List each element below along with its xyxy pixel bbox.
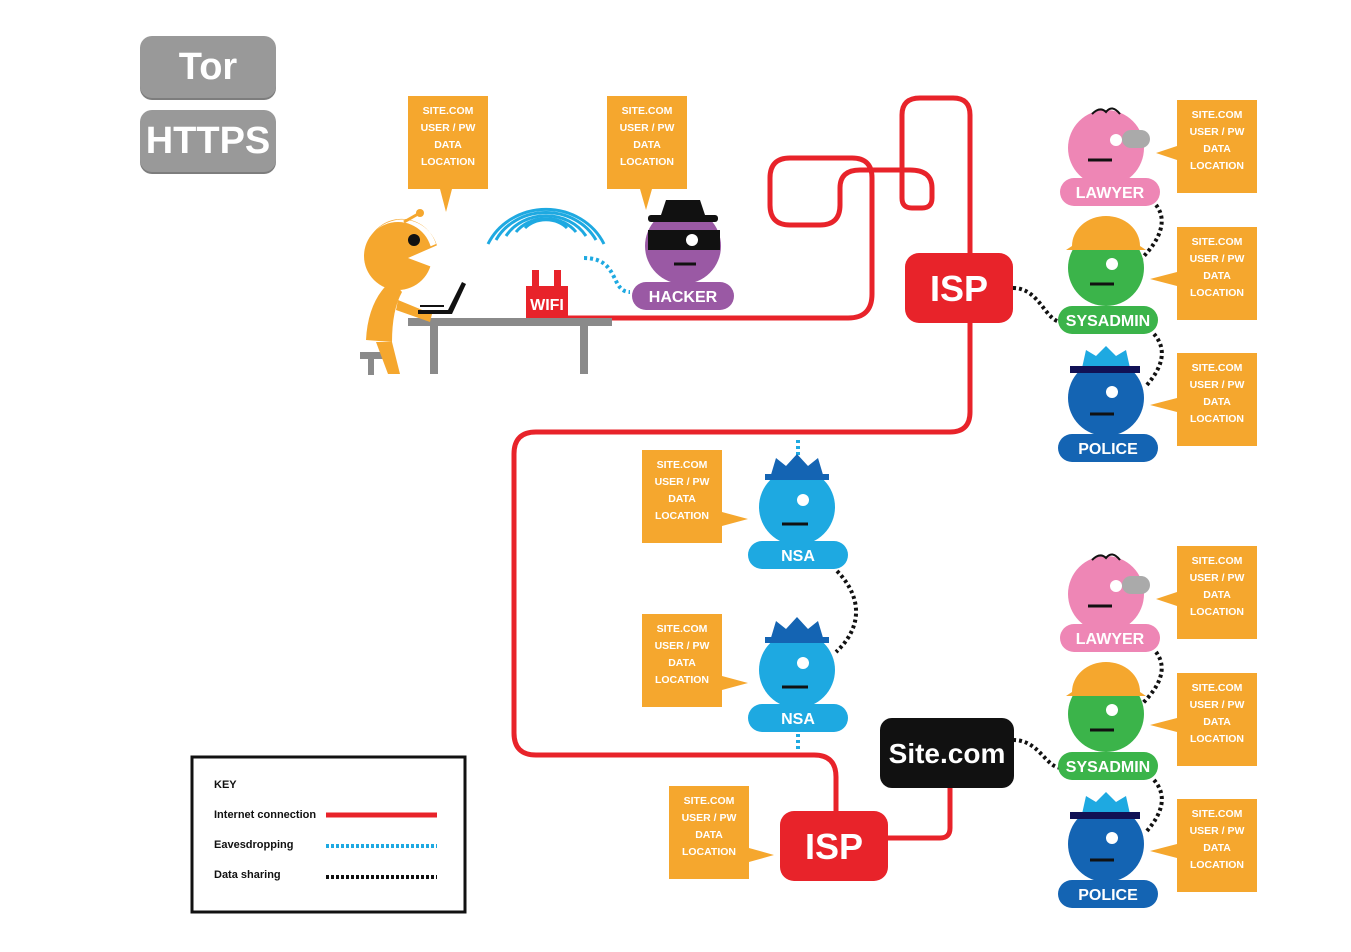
nsa-top-label: NSA xyxy=(781,548,815,565)
hacker-figure: HACKER xyxy=(632,200,734,310)
bubble-line: SITE.COM xyxy=(1192,362,1243,374)
bubble-line: DATA xyxy=(668,493,696,505)
bubble-line: SITE.COM xyxy=(1192,236,1243,248)
isp-lower-node: ISP xyxy=(780,811,888,881)
info-bubble-user: SITE.COM USER / PW DATA LOCATION xyxy=(408,96,488,212)
bubble-line: DATA xyxy=(1203,396,1231,408)
nsa-agent-bottom: NSA xyxy=(748,617,848,732)
bubble-line: SITE.COM xyxy=(1192,808,1243,820)
bubble-line: USER / PW xyxy=(1190,825,1245,837)
bubble-line: USER / PW xyxy=(1190,379,1245,391)
bubble-line: DATA xyxy=(1203,716,1231,728)
bubble-line: USER / PW xyxy=(655,476,710,488)
bubble-line: SITE.COM xyxy=(1192,109,1243,121)
bubble-line: DATA xyxy=(1203,842,1231,854)
bubble-line: SITE.COM xyxy=(1192,682,1243,694)
bubble-line: LOCATION xyxy=(682,846,736,858)
site-node: Site.com xyxy=(880,718,1014,788)
bubble-line: SITE.COM xyxy=(1192,555,1243,567)
bubble-line: USER / PW xyxy=(1190,253,1245,265)
lawyer-upper-label: LAWYER xyxy=(1076,185,1145,202)
bubble-line: DATA xyxy=(633,139,661,151)
bubble-line: SITE.COM xyxy=(684,795,735,807)
police-lower-label: POLICE xyxy=(1078,887,1138,904)
bubble-line: SITE.COM xyxy=(657,623,708,635)
wifi-router: WIFI xyxy=(486,207,606,318)
bubble-line: USER / PW xyxy=(1190,699,1245,711)
bubble-line: USER / PW xyxy=(1190,572,1245,584)
bubble-line: LOCATION xyxy=(1190,413,1244,425)
isp-upper-node: ISP xyxy=(905,253,1013,323)
bubble-line: LOCATION xyxy=(655,674,709,686)
bubble-line: DATA xyxy=(695,829,723,841)
bubble-line: LOCATION xyxy=(655,510,709,522)
bubble-line: DATA xyxy=(1203,270,1231,282)
bubble-line: LOCATION xyxy=(620,156,674,168)
https-toggle-button[interactable]: HTTPS xyxy=(140,110,276,172)
info-bubble-sysadmin-upper: SITE.COM USER / PW DATA LOCATION xyxy=(1150,227,1257,320)
bubble-line: SITE.COM xyxy=(657,459,708,471)
police-lower: POLICE xyxy=(1058,792,1158,908)
bubble-line: LOCATION xyxy=(1190,606,1244,618)
site-label: Site.com xyxy=(889,738,1006,769)
nsa-bottom-label: NSA xyxy=(781,711,815,728)
legend-key: KEY Internet connection Eavesdropping Da… xyxy=(190,755,467,914)
bubble-line: DATA xyxy=(1203,143,1231,155)
bubble-line: LOCATION xyxy=(1190,287,1244,299)
bubble-line: DATA xyxy=(668,657,696,669)
tor-toggle-button[interactable]: Tor xyxy=(140,36,276,98)
bubble-line: DATA xyxy=(434,139,462,151)
wifi-label: WIFI xyxy=(530,297,564,314)
sysadmin-lower: SYSADMIN xyxy=(1058,662,1158,780)
legend-title: KEY xyxy=(214,779,237,791)
info-bubble-isp-lower: SITE.COM USER / PW DATA LOCATION xyxy=(669,786,774,879)
info-bubble-nsa-top: SITE.COM USER / PW DATA LOCATION xyxy=(642,450,748,543)
sysadmin-upper: SYSADMIN xyxy=(1058,216,1158,334)
internet-connection-path xyxy=(511,95,973,841)
sysadmin-upper-label: SYSADMIN xyxy=(1066,313,1150,330)
bubble-line: USER / PW xyxy=(1190,126,1245,138)
user-figure xyxy=(360,209,612,375)
bubble-line: USER / PW xyxy=(620,122,675,134)
bubble-line: USER / PW xyxy=(682,812,737,824)
lawyer-lower: LAWYER xyxy=(1060,553,1160,652)
info-bubble-lawyer-upper: SITE.COM USER / PW DATA LOCATION xyxy=(1156,100,1257,193)
info-bubble-lawyer-lower: SITE.COM USER / PW DATA LOCATION xyxy=(1156,546,1257,639)
bubble-line: LOCATION xyxy=(1190,160,1244,172)
info-bubble-sysadmin-lower: SITE.COM USER / PW DATA LOCATION xyxy=(1150,673,1257,766)
bubble-line: LOCATION xyxy=(1190,859,1244,871)
police-upper-label: POLICE xyxy=(1078,441,1138,458)
bubble-line: USER / PW xyxy=(655,640,710,652)
lawyer-upper: LAWYER xyxy=(1060,107,1160,206)
bubble-line: DATA xyxy=(1203,589,1231,601)
bubble-line: LOCATION xyxy=(421,156,475,168)
lawyer-lower-label: LAWYER xyxy=(1076,631,1145,648)
info-bubble-police-lower: SITE.COM USER / PW DATA LOCATION xyxy=(1150,799,1257,892)
legend-sharing-label: Data sharing xyxy=(214,869,281,881)
nsa-agent-top: NSA xyxy=(748,454,848,569)
data-sharing-links xyxy=(834,203,1164,834)
info-bubble-police-upper: SITE.COM USER / PW DATA LOCATION xyxy=(1150,353,1257,446)
isp-lower-label: ISP xyxy=(805,826,863,867)
legend-eavesdrop-label: Eavesdropping xyxy=(214,839,293,851)
bubble-line: SITE.COM xyxy=(423,105,474,117)
police-upper: POLICE xyxy=(1058,346,1158,462)
hacker-label: HACKER xyxy=(649,289,718,306)
isp-upper-label: ISP xyxy=(930,268,988,309)
info-bubble-hacker: SITE.COM USER / PW DATA LOCATION xyxy=(607,96,687,210)
legend-internet-label: Internet connection xyxy=(214,809,316,821)
sysadmin-lower-label: SYSADMIN xyxy=(1066,759,1150,776)
info-bubble-nsa-bottom: SITE.COM USER / PW DATA LOCATION xyxy=(642,614,748,707)
bubble-line: USER / PW xyxy=(421,122,476,134)
bubble-line: LOCATION xyxy=(1190,733,1244,745)
bubble-line: SITE.COM xyxy=(622,105,673,117)
wifi-signal-icon xyxy=(486,207,606,245)
